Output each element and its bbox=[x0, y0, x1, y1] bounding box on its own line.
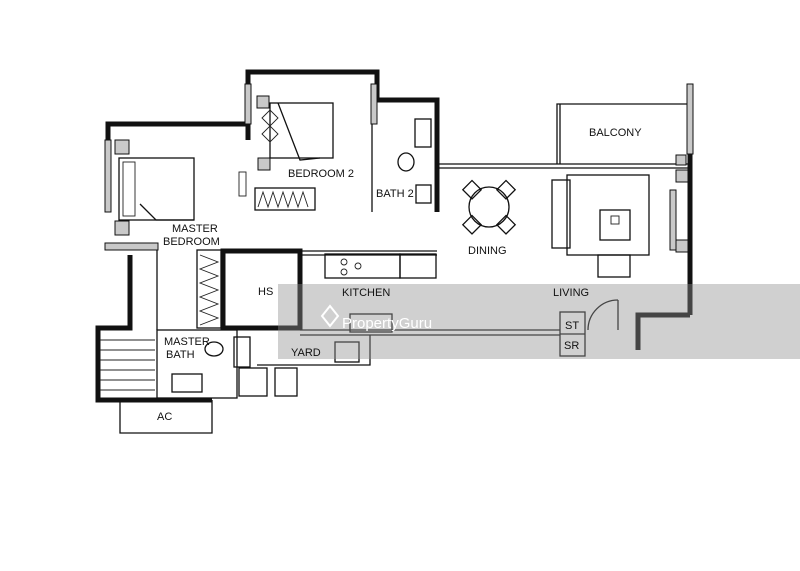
furniture bbox=[100, 102, 650, 397]
label-master-bedroom-line2: BEDROOM bbox=[163, 236, 220, 248]
bed-2 bbox=[269, 102, 334, 159]
label-master-bath-line2: BATH bbox=[166, 349, 195, 361]
label-bedroom-2: BEDROOM 2 bbox=[288, 168, 354, 180]
coffee-table bbox=[599, 209, 631, 241]
label-living: LIVING bbox=[553, 287, 589, 299]
label-dining: DINING bbox=[468, 245, 507, 257]
wardrobe-2 bbox=[254, 187, 316, 211]
dining-table bbox=[468, 186, 510, 228]
label-st: ST bbox=[565, 320, 579, 332]
label-kitchen: KITCHEN bbox=[342, 287, 390, 299]
label-yard: YARD bbox=[291, 347, 321, 359]
master-bed bbox=[118, 157, 195, 221]
label-bath-2: BATH 2 bbox=[376, 188, 414, 200]
watermark: PropertyGuru bbox=[320, 304, 432, 332]
windows bbox=[104, 83, 694, 253]
propertyguru-logo-icon bbox=[320, 304, 340, 328]
watermark-band bbox=[278, 284, 800, 359]
sofa bbox=[551, 179, 571, 249]
armchair bbox=[597, 254, 631, 278]
label-master-bath-line1: MASTER bbox=[164, 336, 210, 348]
label-hs: HS bbox=[258, 286, 273, 298]
label-master-bedroom-line1: MASTER bbox=[172, 223, 218, 235]
label-balcony: BALCONY bbox=[589, 127, 642, 139]
label-ac: AC bbox=[157, 411, 172, 423]
room-labels: BEDROOM 2 BATH 2 BALCONY MASTER BEDROOM … bbox=[157, 127, 642, 423]
watermark-text: PropertyGuru bbox=[342, 315, 432, 332]
master-wardrobe bbox=[196, 249, 222, 329]
label-sr: SR bbox=[564, 340, 579, 352]
living-rug bbox=[566, 174, 650, 256]
